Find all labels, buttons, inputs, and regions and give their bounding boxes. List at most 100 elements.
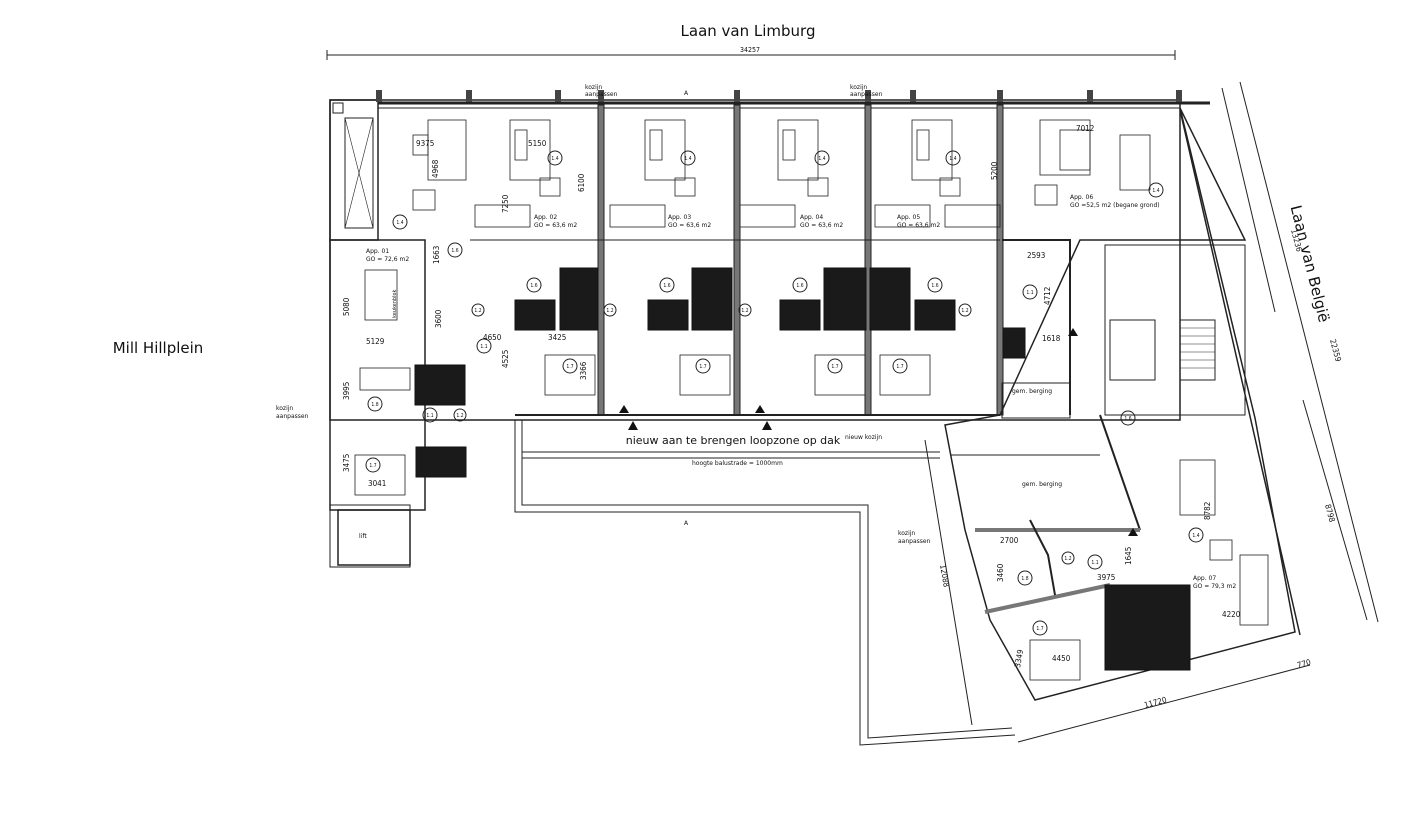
svg-text:3041: 3041 [368,479,386,488]
dimension-texts: 9375 4968 5150 6100 7250 7012 5200 5080 … [342,124,1343,710]
svg-text:GO = 63,6 m2: GO = 63,6 m2 [668,222,711,229]
svg-text:1645: 1645 [1124,547,1133,565]
svg-text:1.6: 1.6 [931,283,938,289]
svg-text:1.2: 1.2 [961,308,968,314]
overall-dimension-line: 34257 [326,46,1176,60]
svg-text:1618: 1618 [1042,334,1061,343]
svg-text:3460: 3460 [996,563,1005,582]
svg-text:1.1: 1.1 [1026,290,1033,296]
building-outline [329,99,1301,746]
svg-text:App. 07: App. 07 [1193,575,1216,582]
svg-text:5080: 5080 [342,297,351,316]
svg-text:1.4: 1.4 [396,220,403,226]
svg-text:aanpassen: aanpassen [898,538,931,545]
svg-text:App. 06: App. 06 [1070,194,1093,201]
svg-text:5150: 5150 [528,139,547,148]
svg-text:A: A [684,90,689,97]
svg-text:1.8: 1.8 [371,402,378,408]
svg-text:GO =52,5 m2 (begane grond): GO =52,5 m2 (begane grond) [1070,202,1160,209]
svg-text:1.6: 1.6 [1124,416,1131,422]
svg-text:hoogte balustrade = 1000mm: hoogte balustrade = 1000mm [692,460,783,467]
svg-text:12088: 12088 [938,564,951,589]
svg-text:3425: 3425 [548,333,566,342]
svg-text:1.6: 1.6 [451,248,458,254]
svg-text:4712: 4712 [1043,287,1052,305]
svg-text:GO = 63,6 m2: GO = 63,6 m2 [800,222,843,229]
svg-text:3995: 3995 [342,382,351,400]
svg-text:1.7: 1.7 [896,364,903,370]
svg-text:2700: 2700 [1000,536,1019,545]
svg-text:GO = 72,6 m2: GO = 72,6 m2 [366,256,409,263]
svg-text:gem. berging: gem. berging [1022,481,1062,488]
svg-text:App. 03: App. 03 [668,214,691,221]
svg-text:1.4: 1.4 [949,156,956,162]
svg-text:1.1: 1.1 [426,413,433,419]
svg-text:kozijn: kozijn [585,84,602,91]
svg-text:1.7: 1.7 [566,364,573,370]
svg-text:1.1: 1.1 [480,344,487,350]
svg-text:1.7: 1.7 [831,364,838,370]
svg-text:1.2: 1.2 [1064,556,1071,562]
svg-text:kozijn: kozijn [850,84,867,91]
svg-text:7012: 7012 [1076,124,1094,133]
svg-text:7250: 7250 [501,194,510,213]
svg-text:9375: 9375 [416,139,434,148]
svg-text:22359: 22359 [1328,338,1343,363]
svg-text:1.2: 1.2 [474,308,481,314]
svg-text:1.4: 1.4 [1152,188,1159,194]
svg-text:1.8: 1.8 [1021,576,1028,582]
street-right-label: Laan van België [1287,203,1333,324]
svg-text:1.6: 1.6 [530,283,537,289]
svg-text:App. 05: App. 05 [897,214,920,221]
svg-text:4220: 4220 [1222,610,1241,619]
svg-text:1.2: 1.2 [741,308,748,314]
svg-text:aanpassen: aanpassen [276,413,309,420]
svg-text:GO = 63,6 m2: GO = 63,6 m2 [897,222,940,229]
svg-text:1.1: 1.1 [1091,560,1098,566]
svg-text:8782: 8782 [1203,502,1212,520]
svg-text:3349: 3349 [1013,648,1025,668]
walkway-label: nieuw aan te brengen loopzone op dak [626,434,841,447]
street-left-label: Mill Hillplein [113,339,204,357]
svg-text:1.7: 1.7 [369,463,376,469]
svg-text:1.6: 1.6 [796,283,803,289]
svg-text:App. 02: App. 02 [534,214,557,221]
svg-text:1.4: 1.4 [684,156,691,162]
svg-text:GO = 63,6 m2: GO = 63,6 m2 [534,222,577,229]
svg-text:aanpassen: aanpassen [850,91,883,98]
svg-text:1663: 1663 [432,246,441,264]
columns [376,90,1182,102]
svg-text:4968: 4968 [431,159,440,178]
furniture [354,119,1269,681]
svg-text:App. 01: App. 01 [366,248,389,255]
svg-text:GO = 79,3 m2: GO = 79,3 m2 [1193,583,1236,590]
svg-text:1.2: 1.2 [456,413,463,419]
right-dimension-lines [924,81,1379,743]
svg-text:34257: 34257 [740,46,760,54]
svg-text:1.7: 1.7 [1036,626,1043,632]
svg-text:1.4: 1.4 [1192,533,1199,539]
svg-text:5129: 5129 [366,337,385,346]
svg-text:kozijn: kozijn [898,530,915,537]
svg-text:lift: lift [359,533,367,540]
svg-text:4650: 4650 [483,333,502,342]
svg-text:5200: 5200 [990,161,999,180]
svg-text:keukenblok: keukenblok [392,289,398,318]
svg-text:1.2: 1.2 [606,308,613,314]
svg-text:770: 770 [1296,658,1312,670]
svg-text:kozijn: kozijn [276,405,293,412]
svg-text:1.4: 1.4 [551,156,558,162]
svg-text:aanpassen: aanpassen [585,91,618,98]
svg-text:1.4: 1.4 [818,156,825,162]
apartment-labels: App. 01 GO = 72,6 m2 App. 02 GO = 63,6 m… [366,194,1236,590]
bathroom-blocks [414,267,1191,671]
svg-text:3366: 3366 [579,361,588,380]
svg-text:gem. berging: gem. berging [1012,388,1052,395]
room-code-markers: 1.4 1.4 1.4 1.4 1.4 1.4 1.4 1.6 1.6 1.6 … [365,150,1204,636]
svg-text:8798: 8798 [1323,503,1337,523]
svg-text:2593: 2593 [1027,251,1045,260]
svg-text:App. 04: App. 04 [800,214,823,221]
svg-text:3475: 3475 [342,454,351,472]
svg-text:1.6: 1.6 [663,283,670,289]
svg-text:6100: 6100 [577,173,586,192]
